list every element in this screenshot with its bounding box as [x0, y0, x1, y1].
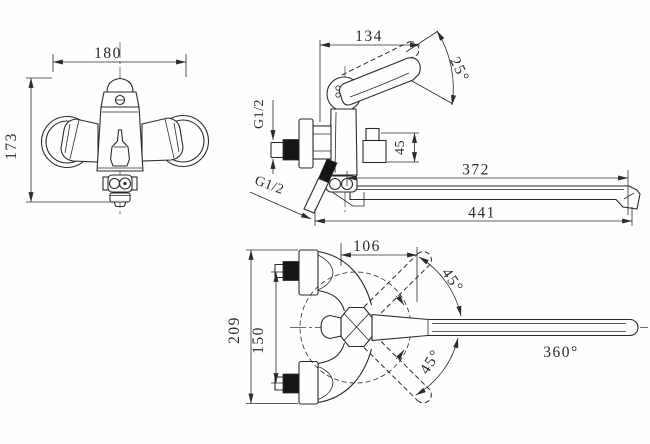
dim-inlet-spacing-group: 150	[250, 271, 284, 384]
side-view: 134 25° G1/2 G1/2 45	[249, 28, 641, 226]
dim-overall-width-group: 209	[226, 249, 298, 404]
body-cap	[106, 77, 134, 93]
dim-swivel-lower: 45°	[416, 346, 444, 377]
spout-ghost-upper	[363, 251, 432, 319]
dim-swivel-upper: 45°	[438, 265, 467, 296]
dim-hose-thread: G1/2	[253, 174, 286, 198]
dim-handle-reach-group: 134	[319, 28, 421, 122]
inlet-connector-bottom	[282, 373, 300, 394]
dim-inlet-thread-group: G1/2	[252, 99, 276, 174]
spout-bracket	[331, 191, 365, 207]
dim-front-width-group: 180	[52, 45, 187, 77]
lever-handle-side	[338, 57, 421, 106]
dim-handle-reach: 134	[355, 28, 383, 45]
dim-swivel-upper-group: 45°	[418, 256, 467, 317]
spout-side	[349, 185, 641, 210]
wall-plate-top	[298, 249, 319, 296]
union-nut	[312, 125, 332, 160]
dim-total-length-group: 441	[314, 205, 633, 226]
top-view: 45° 45° 106 150 209 360°	[226, 238, 648, 405]
right-arm	[141, 117, 184, 162]
wall-plate-bottom	[298, 360, 319, 405]
wall-plate-side	[298, 118, 314, 169]
spout-ghost-lower	[363, 335, 432, 404]
dim-spout-length: 372	[462, 162, 490, 179]
dim-spout-rotation: 360°	[543, 344, 578, 361]
front-view: 180 173	[3, 42, 210, 216]
inlet-connector	[282, 139, 300, 161]
dim-spout-offset-group: 106	[340, 238, 418, 302]
spout-top	[371, 313, 639, 342]
dim-hose-thread-group: G1/2	[249, 174, 312, 220]
aerator	[109, 192, 131, 203]
dim-front-height: 173	[3, 132, 20, 160]
dim-inlet-thread: G1/2	[252, 99, 267, 129]
dim-overall-width: 209	[226, 316, 243, 344]
dim-front-width: 180	[94, 45, 122, 62]
dim-total-length: 441	[468, 205, 496, 222]
dim-front-height-group: 173	[3, 77, 113, 203]
left-arm	[60, 118, 99, 163]
dim-inlet-spacing: 150	[250, 326, 267, 354]
hose-connector	[303, 177, 330, 214]
dim-outlet-height-group: 45	[381, 132, 419, 163]
lever-tab-top	[320, 314, 342, 340]
dim-swivel-lower-group: 45°	[415, 337, 459, 396]
shower-outlet-block	[362, 139, 387, 164]
inlet-connector-top	[282, 261, 300, 281]
dim-outlet-height: 45	[393, 140, 408, 155]
dim-spout-offset: 106	[353, 238, 381, 255]
dim-handle-angle: 25°	[446, 54, 473, 85]
outlet-step	[365, 127, 380, 142]
dim-spout-length-group: 372	[346, 162, 629, 215]
lever-handle-front	[109, 129, 131, 167]
